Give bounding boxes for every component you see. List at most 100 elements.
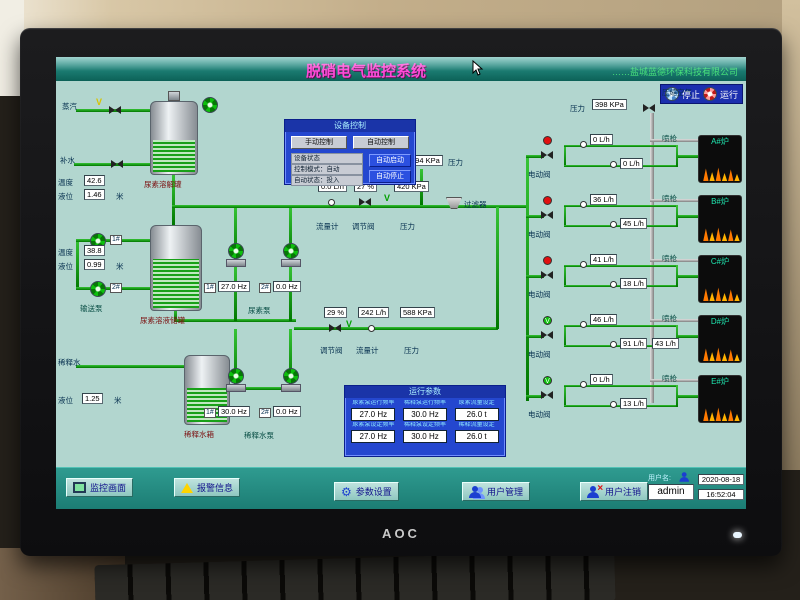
pipe	[234, 329, 237, 389]
furnace-c: C#炉	[698, 255, 742, 303]
stop-button[interactable]: 停止	[681, 89, 700, 100]
steam-valve-icon[interactable]	[108, 105, 122, 115]
tank-level	[153, 139, 195, 172]
auto-stop-button[interactable]: 自动停止	[369, 170, 411, 183]
electric-valve-label: 电动阀	[528, 290, 551, 299]
electric-valve-icon[interactable]	[540, 270, 554, 280]
pipe	[230, 387, 296, 390]
button-label: 参数设置	[355, 487, 392, 497]
temp-value: 42.6	[84, 175, 105, 186]
air-pipe	[650, 199, 698, 202]
control-valve-icon[interactable]	[328, 323, 342, 333]
pump-tag: 2#	[259, 408, 271, 418]
user-management-button[interactable]: 用户管理	[462, 482, 531, 501]
auto-start-button[interactable]: 自动启动	[369, 154, 411, 167]
param-cell: 尿素流量设定 26.0 t	[452, 400, 501, 421]
compressed-air-label: 压缩空气	[662, 88, 692, 97]
control-valve-icon[interactable]	[358, 197, 372, 207]
furnace-branch-d: V 电动阀 46 L/h 91 L/h 43 L/h 喷枪 D#炉	[526, 313, 744, 365]
electric-valve-icon[interactable]	[540, 210, 554, 220]
filter-label: 过滤器	[464, 200, 487, 209]
air-valve-icon[interactable]	[642, 103, 656, 113]
x-mark-icon: ×	[597, 482, 603, 494]
stop-fan-icon	[664, 87, 679, 101]
monitor-screen-button[interactable]: 监控画面	[66, 478, 134, 497]
page-title: 脱硝电气监控系统	[306, 63, 427, 80]
flow-value: 43 L/h	[652, 338, 679, 349]
pipe	[678, 215, 698, 218]
furnace-branch-c: 电动阀 41 L/h 18 L/h 喷枪 C#炉	[526, 253, 744, 305]
pipe	[76, 239, 79, 290]
electric-valve-icon[interactable]	[540, 150, 554, 160]
electric-valve-label: 电动阀	[528, 230, 551, 239]
param-value: 27.0 Hz	[351, 430, 396, 443]
urea-pump-label: 尿素泵	[248, 306, 271, 315]
lance-label: 喷枪	[662, 194, 677, 203]
param-label: 尿素泵设定频率	[352, 422, 395, 428]
flow-value: 0 L/h	[620, 158, 643, 169]
furnace-branch-e: V 电动阀 0 L/h 13 L/h 喷枪 E#炉	[526, 373, 744, 425]
furnace-a: A#炉	[698, 135, 742, 183]
air-pipe	[650, 113, 654, 403]
keyboard	[94, 550, 616, 600]
flame-icon	[703, 407, 740, 421]
pipe	[564, 145, 678, 147]
electric-valve-label: 电动阀	[528, 350, 551, 359]
valve-indicator: V	[543, 316, 552, 325]
pipe	[526, 275, 544, 278]
flame-icon	[703, 347, 740, 361]
flame-icon	[703, 287, 740, 301]
pipe	[676, 265, 678, 287]
parameter-settings-button[interactable]: ⚙ 参数设置	[334, 482, 399, 501]
furnace-label: B#炉	[711, 197, 729, 206]
pump-tag: 2#	[110, 283, 122, 293]
mouse-cursor-icon	[472, 60, 484, 76]
device-control-panel: 设备控制 手动控制 自动控制 设备状态 控制模式：自动 自动状态：投入 自动启动…	[284, 119, 416, 186]
transfer-pump-label: 输送泵	[80, 304, 103, 313]
power-led	[733, 532, 742, 538]
control-valve-label: 调节阀	[320, 346, 343, 355]
run-button[interactable]: 运行	[719, 89, 738, 100]
flow-value: 46 L/h	[590, 314, 617, 325]
flow-meter-icon	[368, 325, 375, 332]
pipe	[526, 395, 544, 398]
pipe	[289, 329, 292, 389]
flow-value: 45 L/h	[620, 218, 647, 229]
pipe	[496, 207, 499, 329]
valve-indicator	[543, 196, 552, 205]
pipe	[564, 325, 678, 327]
manual-control-button[interactable]: 手动控制	[291, 136, 347, 149]
control-valve-label: 调节阀	[352, 222, 375, 231]
furnace-e: E#炉	[698, 375, 742, 423]
lance-label: 喷枪	[662, 134, 677, 143]
lance-label: 喷枪	[662, 254, 677, 263]
username-value: admin	[648, 484, 694, 500]
param-cell: 稀释流量设定 26.0 t	[452, 422, 501, 443]
makeup-water-label: 补水	[60, 156, 75, 165]
level-value: 1.46	[84, 189, 105, 200]
temp-value: 38.8	[84, 245, 105, 256]
auto-control-button[interactable]: 自动控制	[353, 136, 409, 149]
level-unit: 米	[114, 396, 122, 405]
alarm-info-button[interactable]: 报警信息	[174, 478, 241, 497]
pipe	[564, 325, 566, 347]
pump-base	[281, 384, 301, 392]
pipe	[676, 145, 678, 167]
flow-meter-icon	[328, 199, 335, 206]
param-label: 稀释泵运行频率	[403, 400, 446, 406]
user-logout-button[interactable]: × 用户注销	[580, 482, 649, 501]
flow-meter-icon	[580, 141, 587, 148]
param-value: 30.0 Hz	[402, 408, 447, 421]
electric-valve-icon[interactable]	[540, 330, 554, 340]
auto-state-row: 自动状态：投入	[291, 175, 363, 186]
pressure-label: 压力	[404, 346, 419, 355]
furnace-d: D#炉	[698, 315, 742, 363]
flame-icon	[703, 167, 740, 181]
electric-valve-icon[interactable]	[540, 390, 554, 400]
furnace-label: D#炉	[710, 317, 730, 326]
furnace-label: C#炉	[710, 257, 730, 266]
makeup-valve-icon[interactable]	[110, 159, 124, 169]
pump-base	[226, 259, 246, 267]
pump-tag: 1#	[204, 408, 216, 418]
valve-opening-value: 29 %	[324, 307, 348, 318]
